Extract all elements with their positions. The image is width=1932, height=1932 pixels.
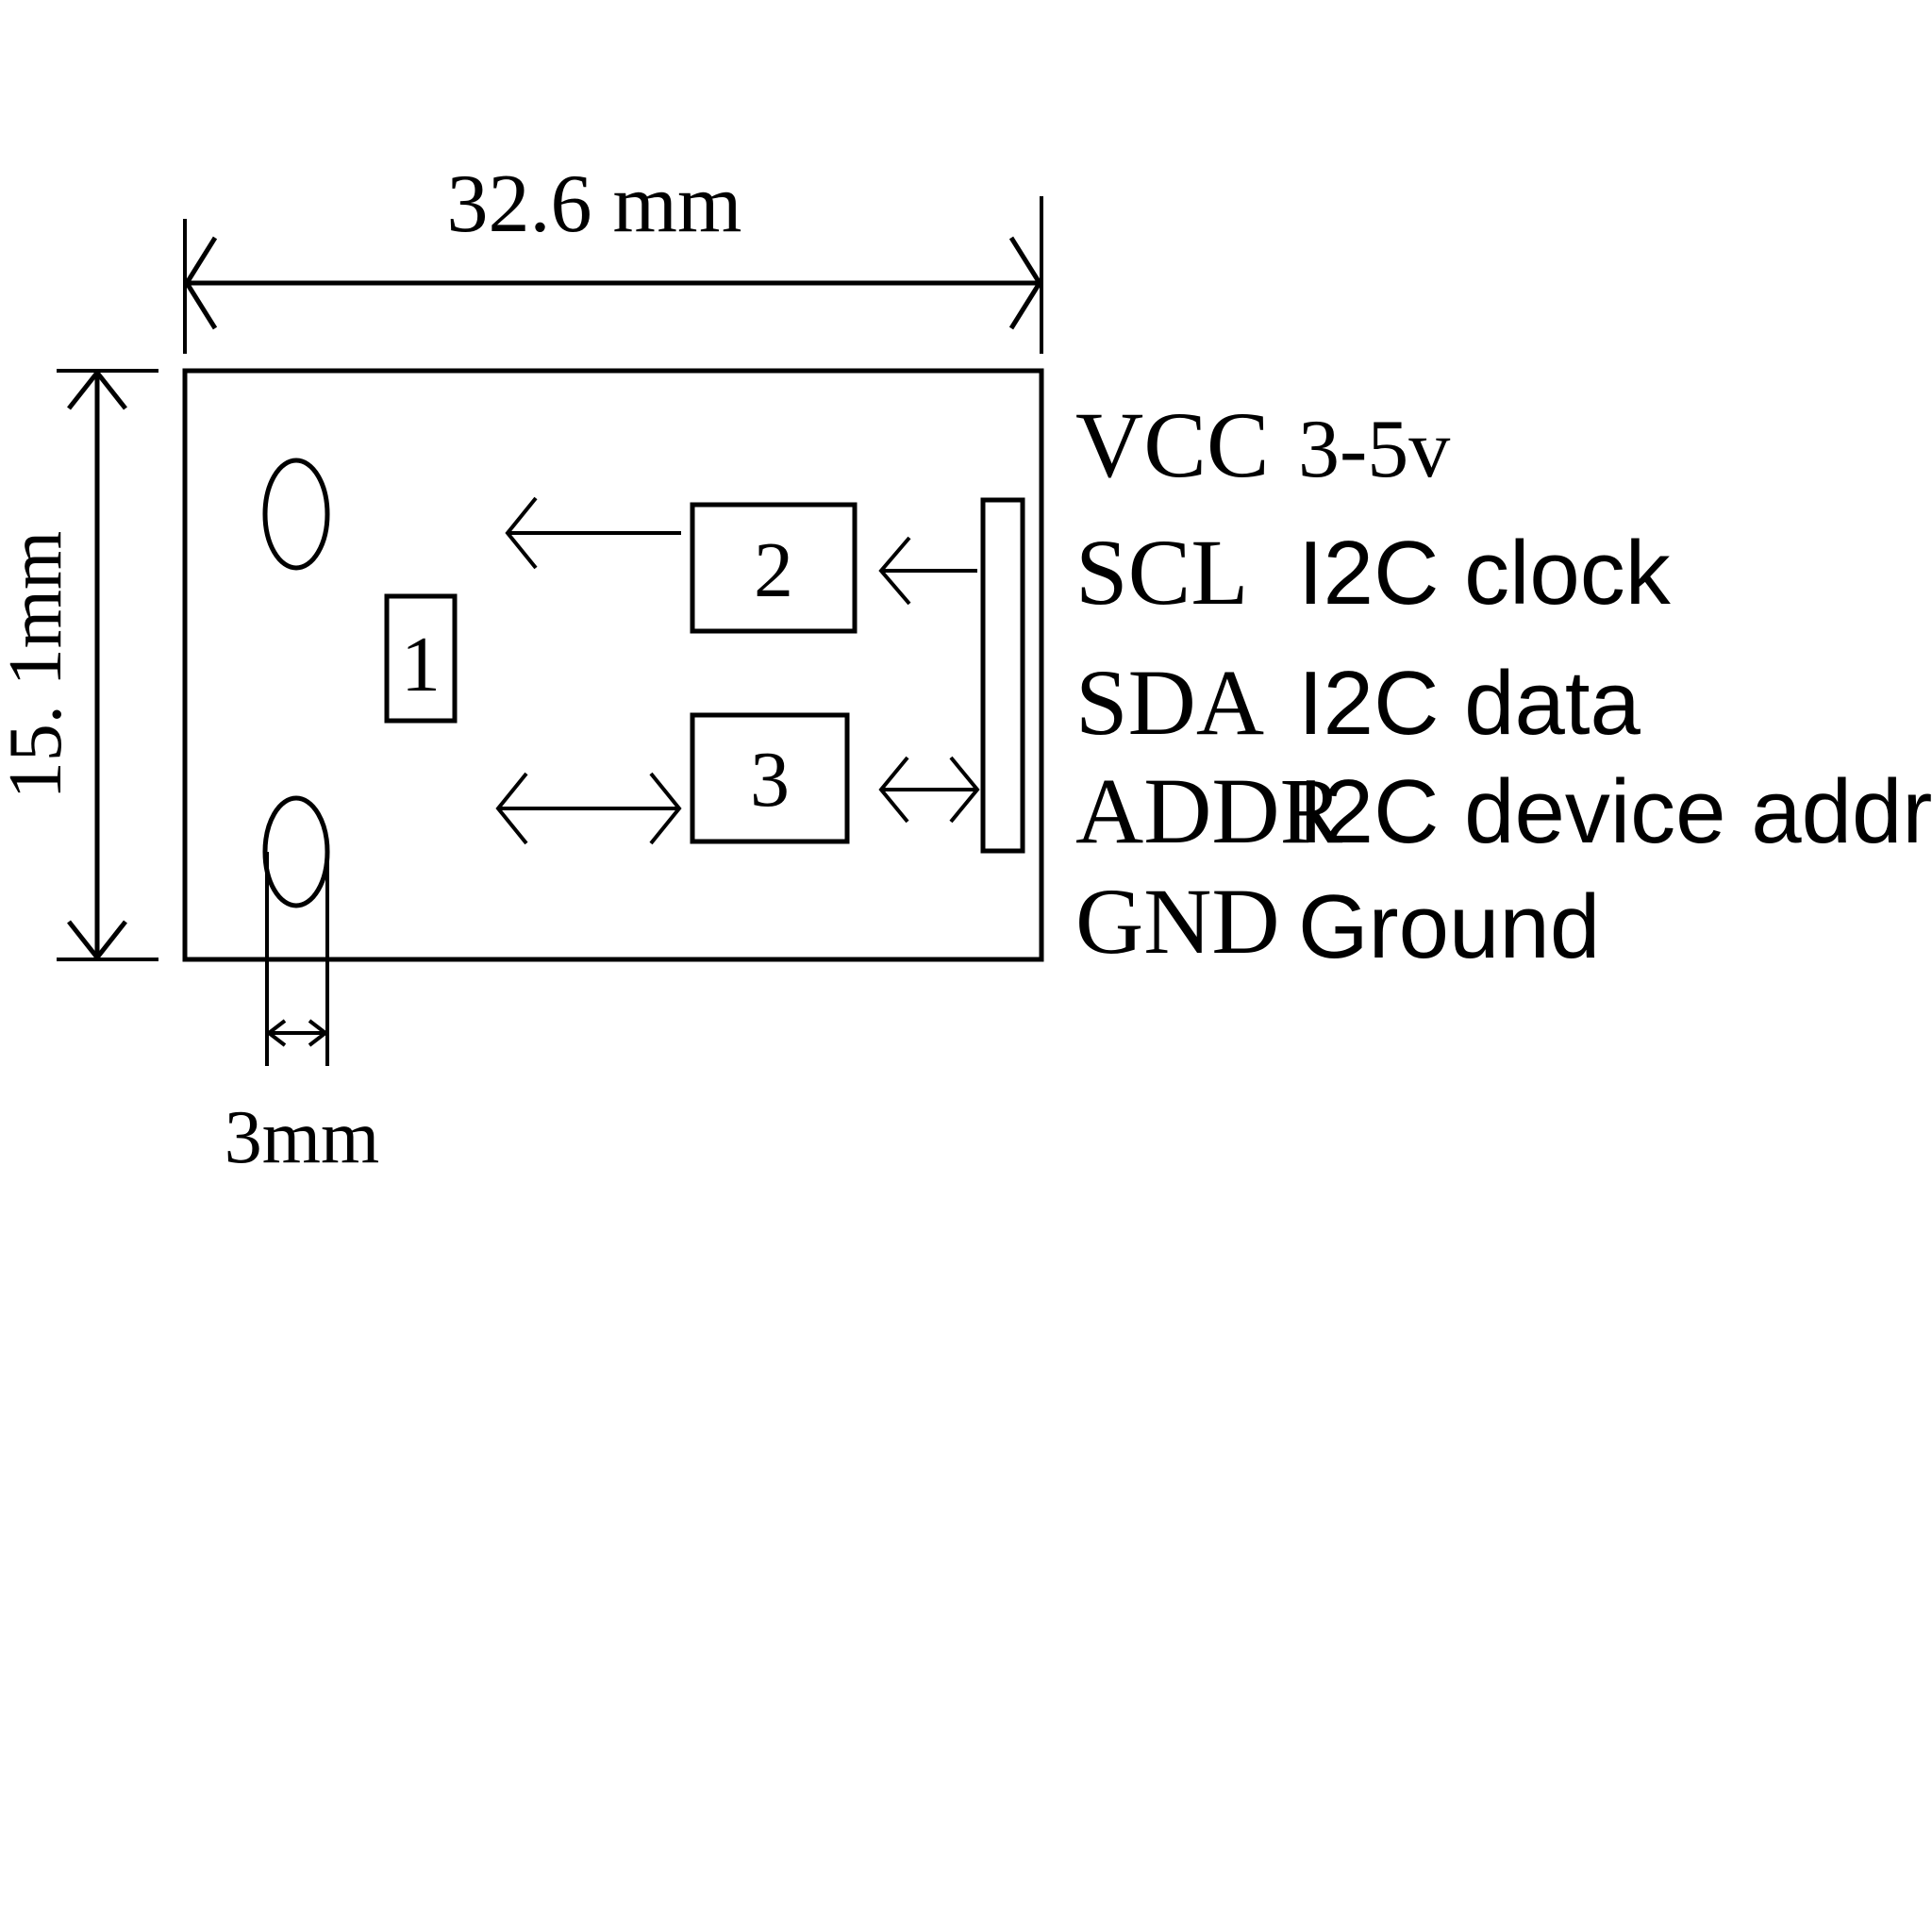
arrow-head-left [878, 536, 911, 606]
signal-arrow-header-3-bidirectional [878, 756, 980, 824]
pin-name: SDA [1075, 650, 1264, 755]
pin-legend: VCC 3-5v SCL I2C clock SDA I2C data ADDR… [1075, 392, 1932, 977]
mounting-hole-bottom [262, 795, 330, 908]
signal-arrow-3-bidirectional [495, 772, 682, 845]
pin-header-connector [980, 497, 1025, 854]
component-3: 3 [690, 712, 850, 844]
component-2-box [690, 502, 858, 634]
arrow-head-right [949, 756, 980, 824]
height-arrow-bottom [67, 920, 127, 962]
height-dimension: 15. 1mm [0, 368, 158, 962]
arrow-head-left [505, 496, 538, 570]
width-arrow-right [1008, 236, 1042, 330]
height-arrow-top [67, 368, 127, 410]
width-label: 32.6 mm [447, 158, 742, 250]
arrow-head-left [878, 756, 909, 824]
pin-row-addr: ADDR I2C device address [1075, 758, 1932, 863]
pin-description: Ground [1298, 876, 1600, 977]
pin-row-sda: SDA I2C data [1075, 650, 1641, 755]
board-outline [182, 368, 1044, 962]
component-1-box [384, 593, 458, 724]
component-1-label: 1 [401, 621, 441, 708]
mounting-hole-top [262, 458, 330, 571]
pin-name: VCC [1075, 392, 1270, 497]
width-dimension: 32.6 mm [183, 158, 1043, 354]
pin-name: GND [1075, 869, 1280, 974]
hole-arrow-right [308, 1019, 329, 1047]
pin-description: I2C data [1298, 653, 1641, 754]
signal-arrow-2-to-out [505, 496, 681, 570]
component-1: 1 [384, 593, 458, 724]
hole-dimension: 3mm [225, 852, 379, 1179]
signal-arrow-header-to-2 [878, 536, 977, 606]
width-arrow-left [184, 236, 218, 330]
component-2: 2 [690, 502, 858, 634]
pin-row-scl: SCL I2C clock [1075, 520, 1672, 625]
pin-description: 3-5v [1298, 404, 1450, 495]
pin-row-vcc: VCC 3-5v [1075, 392, 1450, 497]
pin-name: ADDR [1075, 758, 1343, 863]
arrow-head-right [649, 772, 682, 845]
pin-row-gnd: GND Ground [1075, 869, 1600, 977]
component-2-label: 2 [754, 526, 793, 614]
pin-description: I2C clock [1298, 523, 1672, 624]
pin-description: I2C device address [1298, 761, 1932, 862]
hole-label: 3mm [225, 1096, 379, 1179]
height-label: 15. 1mm [0, 531, 77, 799]
component-3-box [690, 712, 850, 844]
hole-arrow-left [265, 1019, 287, 1047]
component-3-label: 3 [750, 736, 790, 824]
arrow-head-left [495, 772, 528, 845]
pin-name: SCL [1075, 520, 1248, 625]
